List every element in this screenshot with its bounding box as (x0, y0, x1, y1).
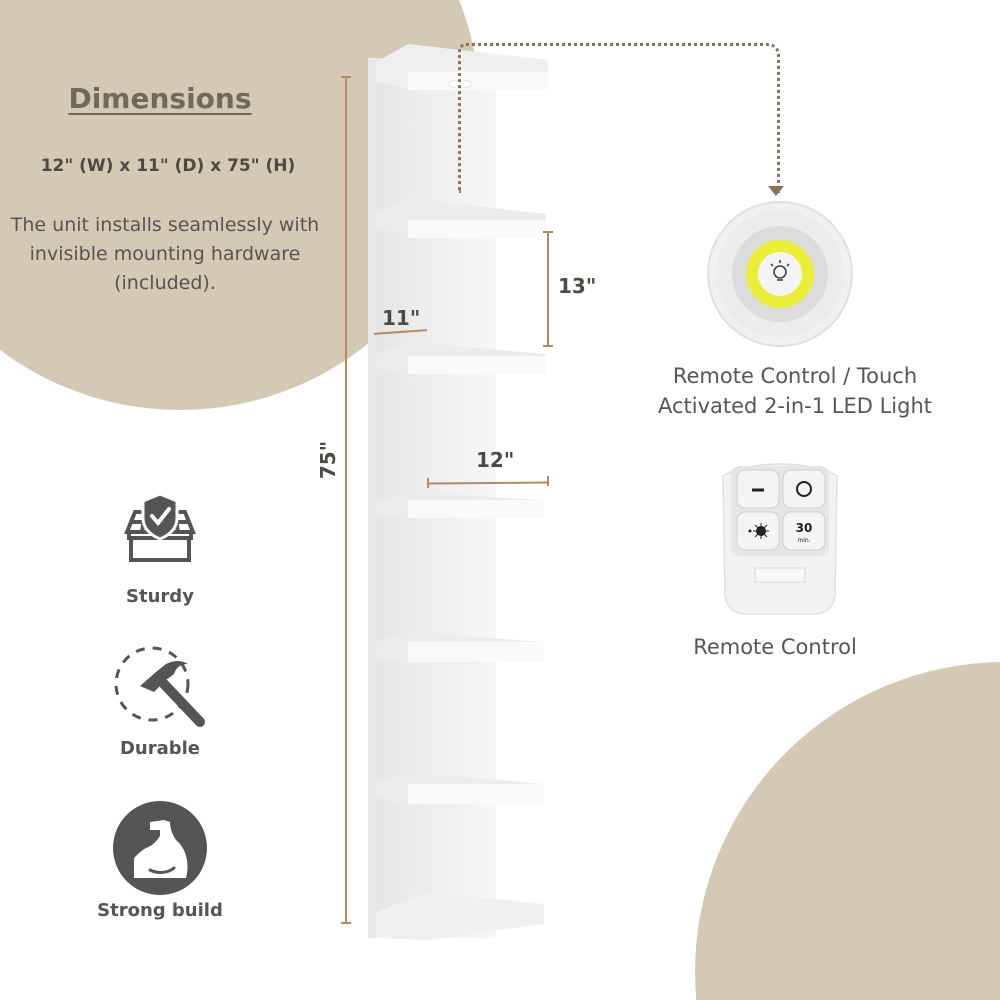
remote-control-caption: Remote Control (693, 635, 857, 659)
hammer-icon (114, 646, 205, 727)
dotted-connector-line (458, 43, 780, 193)
height-measure-line (341, 76, 351, 924)
measure-tick (543, 345, 553, 347)
dimensions-size: 12" (W) x 11" (D) x 75" (H) (40, 156, 296, 176)
dimensions-title: Dimensions (68, 82, 252, 115)
feature-durable: Durable (90, 644, 230, 759)
measure-tick (543, 231, 553, 233)
shelf-boards (376, 44, 548, 940)
led-puck-light (707, 201, 853, 347)
feature-strong-build: Strong build (90, 800, 230, 921)
svg-text:min.: min. (797, 537, 810, 544)
depth-label: 11" (382, 306, 421, 330)
wall-shelf-illustration (368, 44, 548, 940)
remote-power-button (782, 469, 826, 509)
remote-timer-button (782, 511, 826, 551)
feature-label: Sturdy (126, 586, 194, 607)
measure-tick (427, 478, 429, 488)
led-light-caption: Remote Control / Touch Activated 2-in-1 … (658, 364, 932, 418)
feature-label: Durable (119, 738, 201, 759)
roof-shield-check-icon (124, 492, 196, 562)
width-label: 12" (476, 448, 515, 472)
background-circle-bottom-right (695, 662, 1000, 1000)
measure-tick (547, 476, 549, 486)
dimensions-description: The unit installs seamlessly with invisi… (10, 214, 320, 294)
lightbulb-icon (770, 260, 790, 281)
feature-sturdy: Sturdy (90, 492, 230, 607)
feature-label: Strong build (97, 900, 223, 921)
flexed-bicep-icon (113, 801, 207, 895)
svg-text:30: 30 (796, 521, 813, 535)
shelf-spacing-measure-line (547, 231, 549, 347)
arrow-down-icon (768, 186, 784, 196)
shelf-spacing-label: 13" (558, 274, 597, 298)
remote-control: 30 min. (722, 463, 838, 615)
height-label: 75" (316, 440, 341, 480)
